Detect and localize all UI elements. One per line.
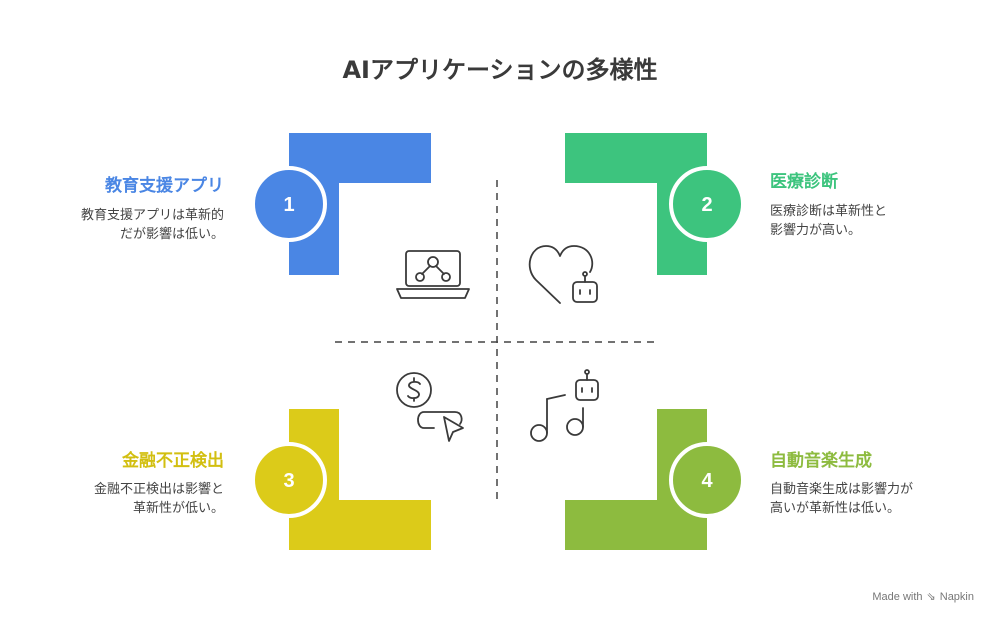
page-title: AIアプリケーションの多様性 [342,56,658,84]
laptop-network-icon [396,250,470,299]
quadrant-1-description: 教育支援アプリは革新的 だが影響は低い。 [81,206,224,244]
quadrant-4-shape [565,409,707,550]
quadrant-3-shape [289,409,431,550]
quadrant-1-desc-line1: 教育支援アプリは革新的 [80,208,224,223]
number-4-label: 4 [701,470,713,492]
number-2-label: 2 [701,194,712,216]
quadrant-1-title: 教育支援アプリ [105,176,224,196]
number-1-label: 1 [283,194,294,216]
quadrant-3-desc-line1: 金融不正検出は影響と [93,482,224,497]
quadrant-3-description: 金融不正検出は影響と 革新性が低い。 [94,480,224,518]
napkin-footer[interactable]: Made with ⇘ Napkin [872,590,974,604]
quadrant-3-desc-line2: 革新性が低い。 [132,501,224,516]
number-badge-4: 4 [669,442,745,518]
dollar-cursor-icon [396,372,464,442]
number-badge-3: 3 [251,442,327,518]
napkin-logo-icon: ⇘ [926,591,936,603]
napkin-brand-label: Napkin [939,590,974,603]
number-3-label: 3 [283,470,294,492]
quadrant-2-description: 医療診断は革新性と 影響力が高い。 [770,202,887,240]
quadrant-2-shape [565,133,707,275]
quadrant-4-desc-line1: 自動音楽生成は影響力が [770,482,914,497]
quadrant-2-desc-line1: 医療診断は革新性と [770,204,888,219]
number-badge-2: 2 [669,166,745,242]
heart-robot-icon [528,245,598,304]
quadrant-4-desc-line2: 高いが革新性は低い。 [770,501,901,516]
quadrant-1-desc-line2: だが影響は低い。 [119,227,224,242]
quadrant-3-title: 金融不正検出 [122,451,224,471]
quadrant-2-title: 医療診断 [770,172,838,192]
made-with-label: Made with [872,590,923,603]
number-badge-1: 1 [251,166,327,242]
music-robot-icon [530,369,599,442]
quadrant-4-description: 自動音楽生成は影響力が 高いが革新性は低い。 [770,480,913,518]
quadrant-4-title: 自動音楽生成 [770,451,872,471]
quadrant-2-desc-line2: 影響力が高い。 [770,223,862,238]
quadrant-1-shape [289,133,431,275]
